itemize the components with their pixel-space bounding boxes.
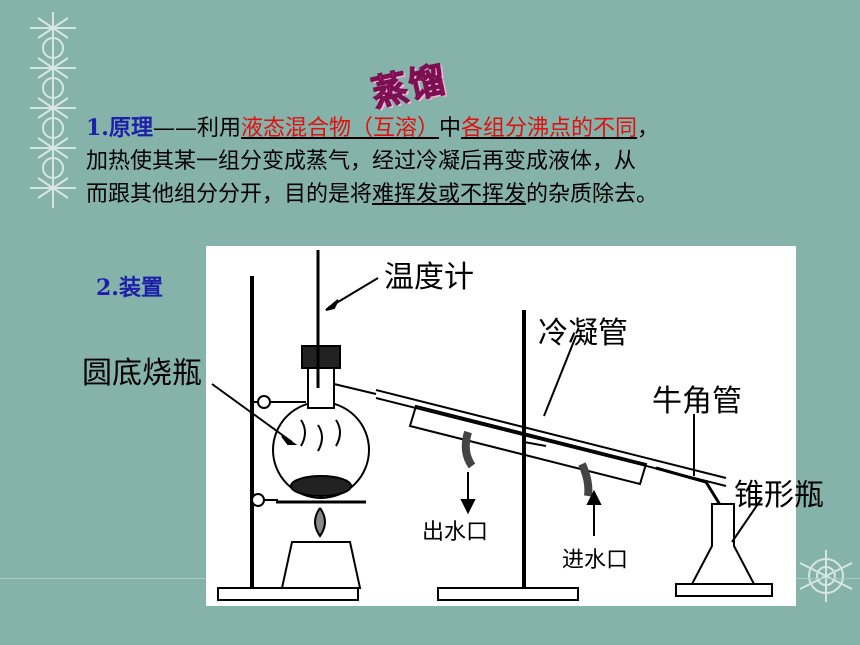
- principle-number: 1.: [86, 115, 109, 141]
- condenser-leader: [543, 335, 577, 417]
- principle-line2: 加热使其某一组分变成蒸气，经过冷凝后再变成液体，从: [86, 149, 637, 174]
- principle-line3b: 的杂质除去。: [526, 182, 659, 207]
- snowflake-ornament-small-icon: [799, 550, 853, 602]
- condenser-tube: [408, 404, 648, 486]
- principle-line3a: 而跟其他组分分开，目的是将: [86, 182, 373, 207]
- flask-leader: [211, 383, 293, 443]
- label-condenser: 冷凝管: [538, 316, 628, 351]
- right-stand-base: [437, 587, 579, 601]
- principle-comma: ，: [637, 116, 660, 141]
- left-stand-base: [217, 587, 359, 601]
- label-flask: 圆底烧瓶: [82, 356, 202, 391]
- section-apparatus-heading: 2.装置: [96, 275, 163, 301]
- principle-mid: 中: [439, 116, 462, 141]
- apparatus-drawing: [211, 250, 773, 601]
- snowflake-ornament-icon: [30, 12, 76, 208]
- label-water-out: 出水口: [422, 520, 489, 545]
- receiver-leader: [731, 497, 763, 543]
- term-boiling-points: 各组分沸点的不同: [461, 116, 638, 141]
- alcohol-lamp: [280, 541, 362, 589]
- principle-dash: ——利用: [152, 116, 241, 141]
- principle-label: 原理: [108, 115, 153, 141]
- label-water-in: 进水口: [562, 548, 629, 573]
- term-liquid-mixture: 液态混合物（互溶）: [241, 116, 440, 141]
- term-nonvolatile: 难挥发或不挥发: [372, 182, 527, 207]
- side-arm: [333, 383, 377, 395]
- principle-paragraph: 1.原理——利用液态混合物（互溶）中各组分沸点的不同， 加热使其某一组分变成蒸气…: [86, 112, 846, 211]
- water-out-hose: [461, 430, 476, 469]
- distillation-diagram: [206, 246, 796, 606]
- label-thermometer: 温度计: [384, 260, 474, 295]
- label-receiver: 锥形瓶: [734, 478, 824, 513]
- divider-line: [0, 578, 206, 579]
- divider-line-right: [796, 578, 860, 579]
- water-in-hose: [578, 462, 593, 497]
- erlenmeyer-flask: [690, 503, 756, 585]
- adapter-tube: [655, 466, 724, 509]
- slide-title: 蒸馏: [367, 57, 451, 115]
- label-adapter: 牛角管: [652, 384, 742, 419]
